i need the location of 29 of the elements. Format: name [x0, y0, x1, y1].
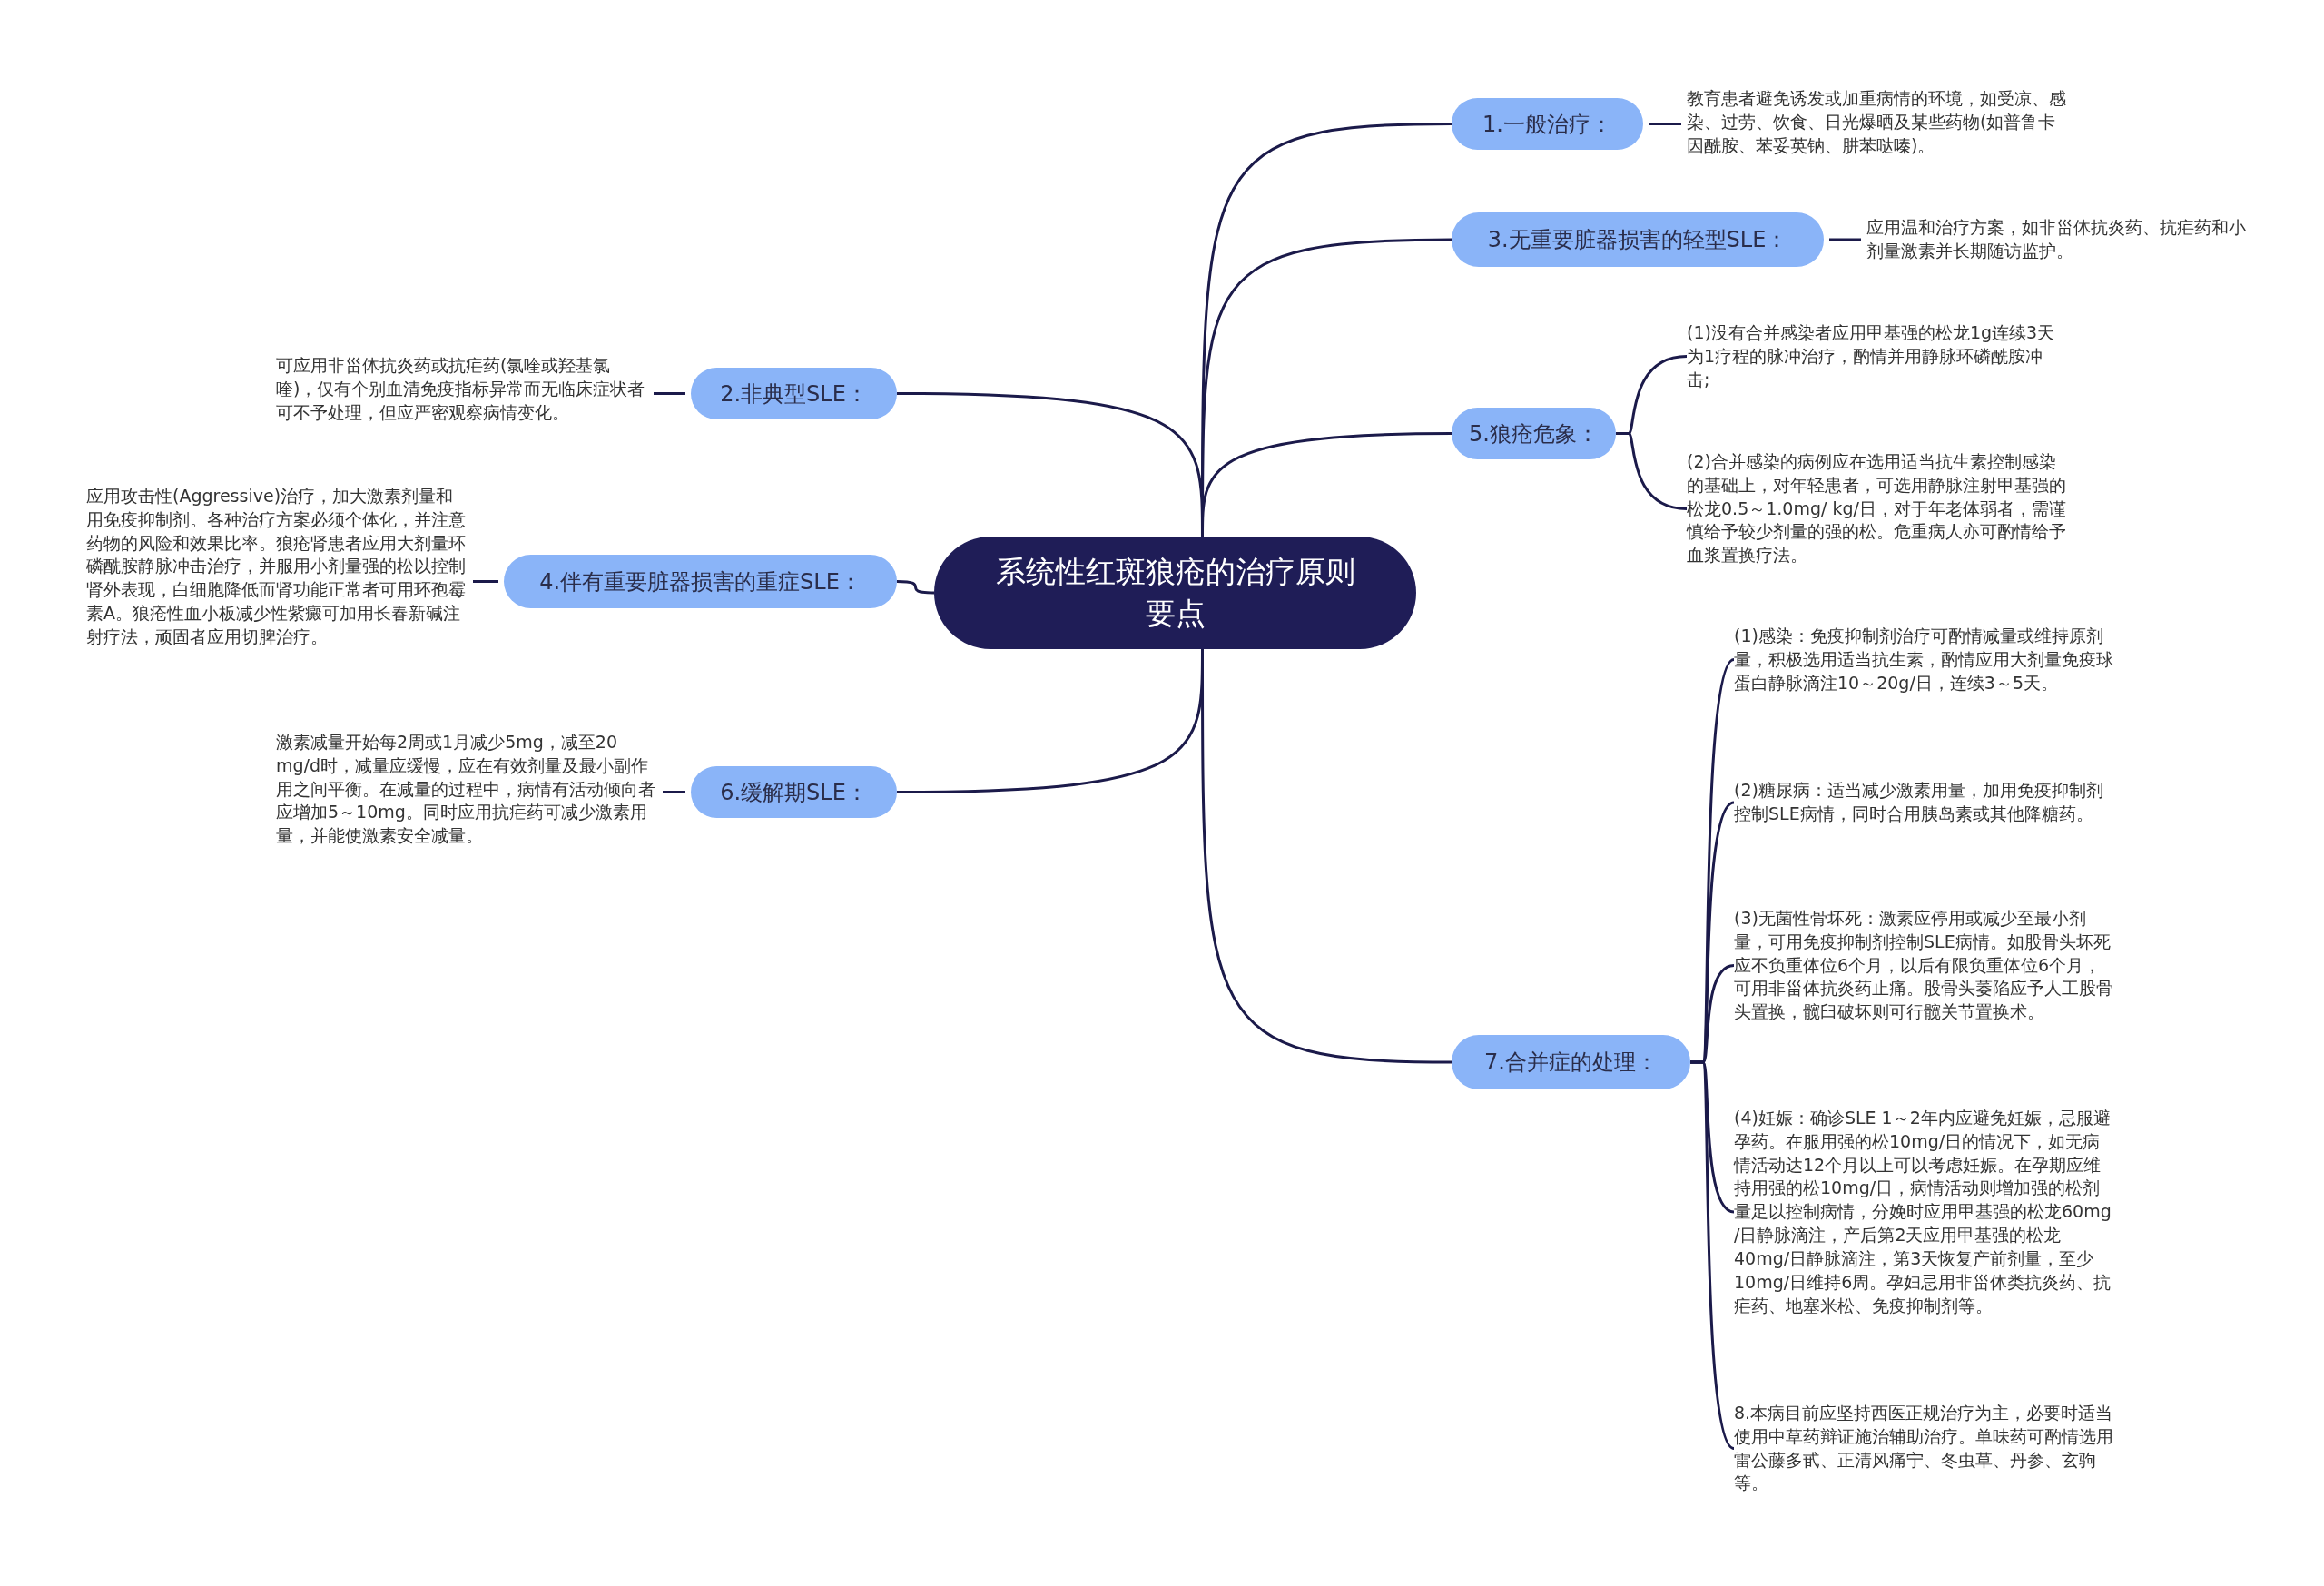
topic-box: 1.一般治疗： — [1452, 98, 1643, 150]
connector-line — [1616, 432, 1688, 510]
central-topic-box: 系统性红斑狼疮的治疗原则要点 — [934, 537, 1416, 649]
connector-line — [1649, 123, 1681, 125]
note-text: 8.本病目前应坚持西医正规治疗为主，必要时适当使用中草药辩证施治辅助治疗。单味药可酌情选用雷公藤多甙、正清风痛宁、冬虫草、丹参、玄驹等。 — [1734, 1402, 2115, 1496]
note-text: (2)合并感染的病例应在选用适当抗生素控制感染的基础上，对年轻患者，可选用静脉注射甲基强的松龙0.5～1.0mg/ kg/日，对于年老体弱者，需谨慎给予较少剂量的强的松。危重病人亦可酌情给予血浆置换疗法。 — [1687, 450, 2068, 568]
topic-box: 7.合并症的处理： — [1452, 1035, 1690, 1089]
note-text: (1)没有合并感染者应用甲基强的松龙1g连续3天为1疗程的脉冲治疗，酌情并用静脉环磷酰胺冲击; — [1687, 321, 2063, 392]
note-text: 可应用非甾体抗炎药或抗疟药(氯喹或羟基氯喹)，仅有个别血清免疫指标异常而无临床症状者可不予处理，但应严密观察病情变化。 — [276, 354, 648, 425]
note-text: 应用攻击性(Aggressive)治疗，加大激素剂量和用免疫抑制剂。各种治疗方案必须个体化，并注意药物的风险和效果比率。狼疮肾患者应用大剂量环磷酰胺静脉冲击治疗，并服用小剂量强的松以控制肾外表现，白细胞降低而肾功能正常者可用环孢霉素A。狼疮性血小板减少性紫癜可加用长春新碱注射疗法，顽固者应用切脾治疗。 — [86, 485, 468, 649]
connector-line — [1829, 238, 1861, 241]
topic-box: 2.非典型SLE： — [691, 368, 897, 419]
note-text: 激素减量开始每2周或1月减少5mg，减至20 mg/d时，减量应缓慢，应在有效剂量及最小副作用之间平衡。在减量的过程中，病情有活动倾向者应增加5～10mg。同时应用抗疟药可减少激素用量，并能使激素安全减量。 — [276, 731, 657, 849]
note-text: 教育患者避免诱发或加重病情的环境，如受凉、感染、过劳、饮食、日光爆晒及某些药物(如普鲁卡因酰胺、苯妥英钠、肼苯哒嗪)。 — [1687, 87, 2068, 158]
note-text: 应用温和治疗方案，如非甾体抗炎药、抗疟药和小剂量激素并长期随访监护。 — [1866, 216, 2248, 263]
note-text: (4)妊娠：确诊SLE 1～2年内应避免妊娠，忌服避孕药。在服用强的松10mg/日的情况下，如无病情活动达12个月以上可以考虑妊娠。在孕期应维持用强的松10mg/日，病情活动则增加强的松剂量足以控制病情，分娩时应用甲基强的松龙60mg /日静脉滴注，产后第2天应用甲基强的松龙40mg/日静脉滴注，第3天恢复产前剂量，至少10mg/日维持6周。孕妇忌用非甾体类抗炎药、抗疟药、地塞米松、免疫抑制剂等。 — [1734, 1107, 2115, 1318]
topic-box: 5.狼疮危象： — [1452, 408, 1616, 459]
topic-box: 4.伴有重要脏器损害的重症SLE： — [504, 555, 897, 608]
note-text: (1)感染：免疫抑制剂治疗可酌情减量或维持原剂量，积极选用适当抗生素，酌情应用大剂量免疫球蛋白静脉滴注10～20g/日，连续3～5天。 — [1734, 625, 2115, 695]
connector-line — [896, 580, 935, 595]
note-text: (3)无菌性骨坏死：激素应停用或减少至最小剂量，可用免疫抑制剂控制SLE病情。如股骨头坏死应不负重体位6个月，以后有限负重体位6个月，可用非甾体抗炎药止痛。股骨头萎陷应予人工股骨头置换，髋臼破坏则可行髋关节置换术。 — [1734, 907, 2115, 1025]
connector-line — [1690, 1060, 1736, 1450]
connector-line — [663, 791, 685, 793]
connector-line — [654, 392, 685, 395]
connector-line — [1201, 432, 1452, 537]
note-text: (2)糖尿病：适当减少激素用量，加用免疫抑制剂控制SLE病情，同时合用胰岛素或其他降糖药。 — [1734, 779, 2115, 826]
topic-box: 3.无重要脏器损害的轻型SLE： — [1452, 212, 1824, 267]
connector-line — [473, 580, 498, 583]
topic-box: 6.缓解期SLE： — [691, 766, 897, 818]
